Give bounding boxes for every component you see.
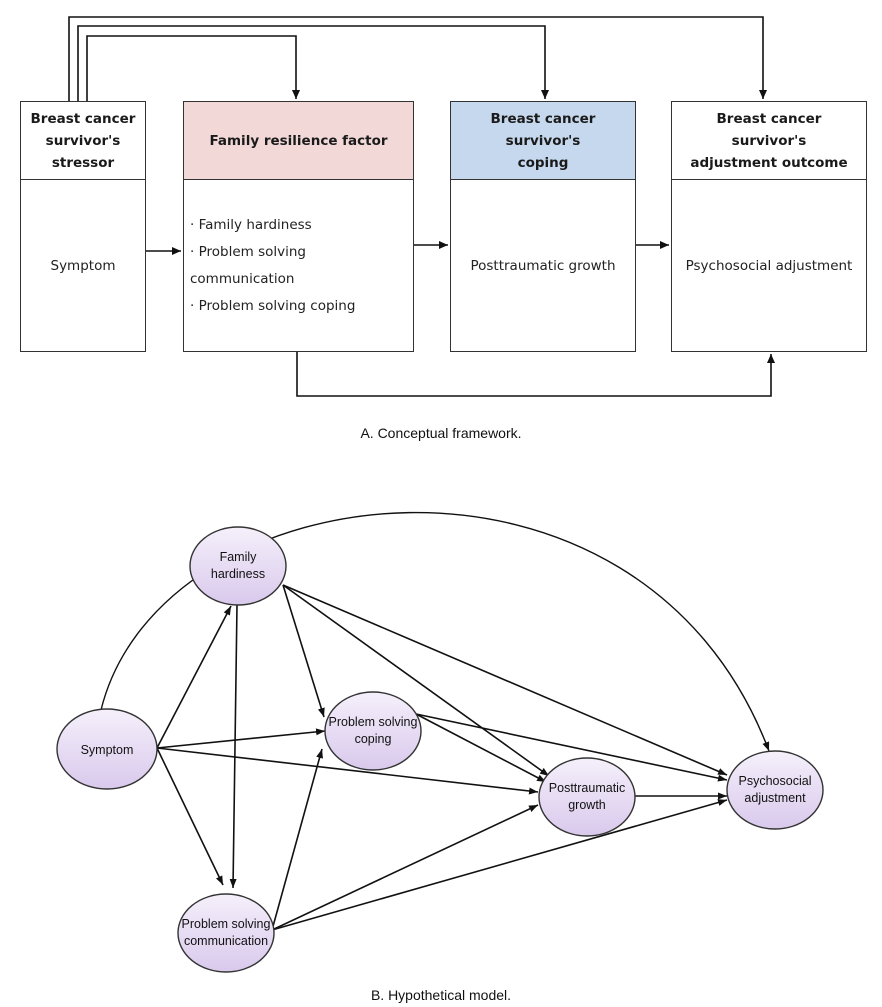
node-ps-communication: Problem solving communication [177,893,275,973]
ps-coping-label-line1: Problem solving [329,715,418,729]
outcome-box: Breast cancer survivor's adjustment outc… [671,101,867,352]
edge-symptom-pscoping [156,728,326,749]
node-ptg: Posttraumatic growth [538,757,636,837]
ptg-label-line2: growth [568,798,606,812]
resilience-item-ps-communication: · Problem solving communication [190,243,306,287]
ps-communication-label-line1: Problem solving [182,917,271,931]
resilience-box: Family resilience factor · Family hardin… [183,101,414,352]
symptom-label: Symptom [81,743,134,757]
node-ps-coping: Problem solving coping [324,691,422,771]
coping-box: Breast cancer survivor's coping Posttrau… [450,101,636,352]
stressor-to-resilience-line [86,35,300,101]
edge-pscoping-psychosocial [415,713,728,782]
outcome-header: Breast cancer survivor's adjustment outc… [672,102,866,180]
ps-coping-label-line2: coping [355,732,392,746]
resilience-item-ps-coping: · Problem solving coping [190,297,356,314]
outcome-body: Psychosocial adjustment [685,257,853,274]
stressor-body: Symptom [50,257,116,274]
node-family-hardiness: Family hardiness [189,526,287,606]
stressor-to-coping-line [77,25,549,101]
edge-pscommunication-psychosocial [271,799,728,931]
edge-symptom-familyhardiness [156,605,232,749]
edge-familyhardiness-ptg [282,584,550,777]
family-hardiness-label-line1: Family [220,550,258,564]
resilience-header: Family resilience factor [184,102,413,180]
edge-pscommunication-ptg [271,804,539,931]
edge-symptom-psychosocial [100,511,770,752]
family-hardiness-label-line2: hardiness [211,567,265,581]
edge-symptom-ptg [156,747,539,795]
coping-body: Posttraumatic growth [470,257,616,274]
framework-caption: A. Conceptual framework. [360,425,522,441]
node-symptom: Symptom [56,708,158,790]
psychosocial-label-line2: adjustment [744,791,806,805]
resilience-factor-list: · Family hardiness · Problem solving com… [190,180,413,351]
psychosocial-label-line1: Psychosocial [739,774,812,788]
node-psychosocial: Psychosocial adjustment [726,750,824,830]
ptg-label-line1: Posttraumatic [549,781,625,795]
edge-familyhardiness-pscommunication [229,604,238,889]
stressor-box: Breast cancer survivor's stressor Sympto… [20,101,146,352]
resilience-body: · Family hardiness · Problem solving com… [184,180,413,351]
stressor-header: Breast cancer survivor's stressor [21,102,145,180]
stressor-to-outcome-line [68,16,767,101]
ps-communication-label-line2: communication [184,934,268,948]
edge-symptom-pscommunication [156,747,224,886]
resilience-item-family-hardiness: · Family hardiness [190,216,312,233]
edge-pscoping-ptg [415,713,547,783]
model-caption: B. Hypothetical model. [370,987,512,1003]
resilience-to-outcome-line [296,352,775,397]
edge-familyhardiness-psychosocial [282,584,728,776]
edge-familyhardiness-pscoping [282,584,325,718]
coping-header: Breast cancer survivor's coping [451,102,635,180]
edge-pscommunication-pscoping [271,748,323,931]
